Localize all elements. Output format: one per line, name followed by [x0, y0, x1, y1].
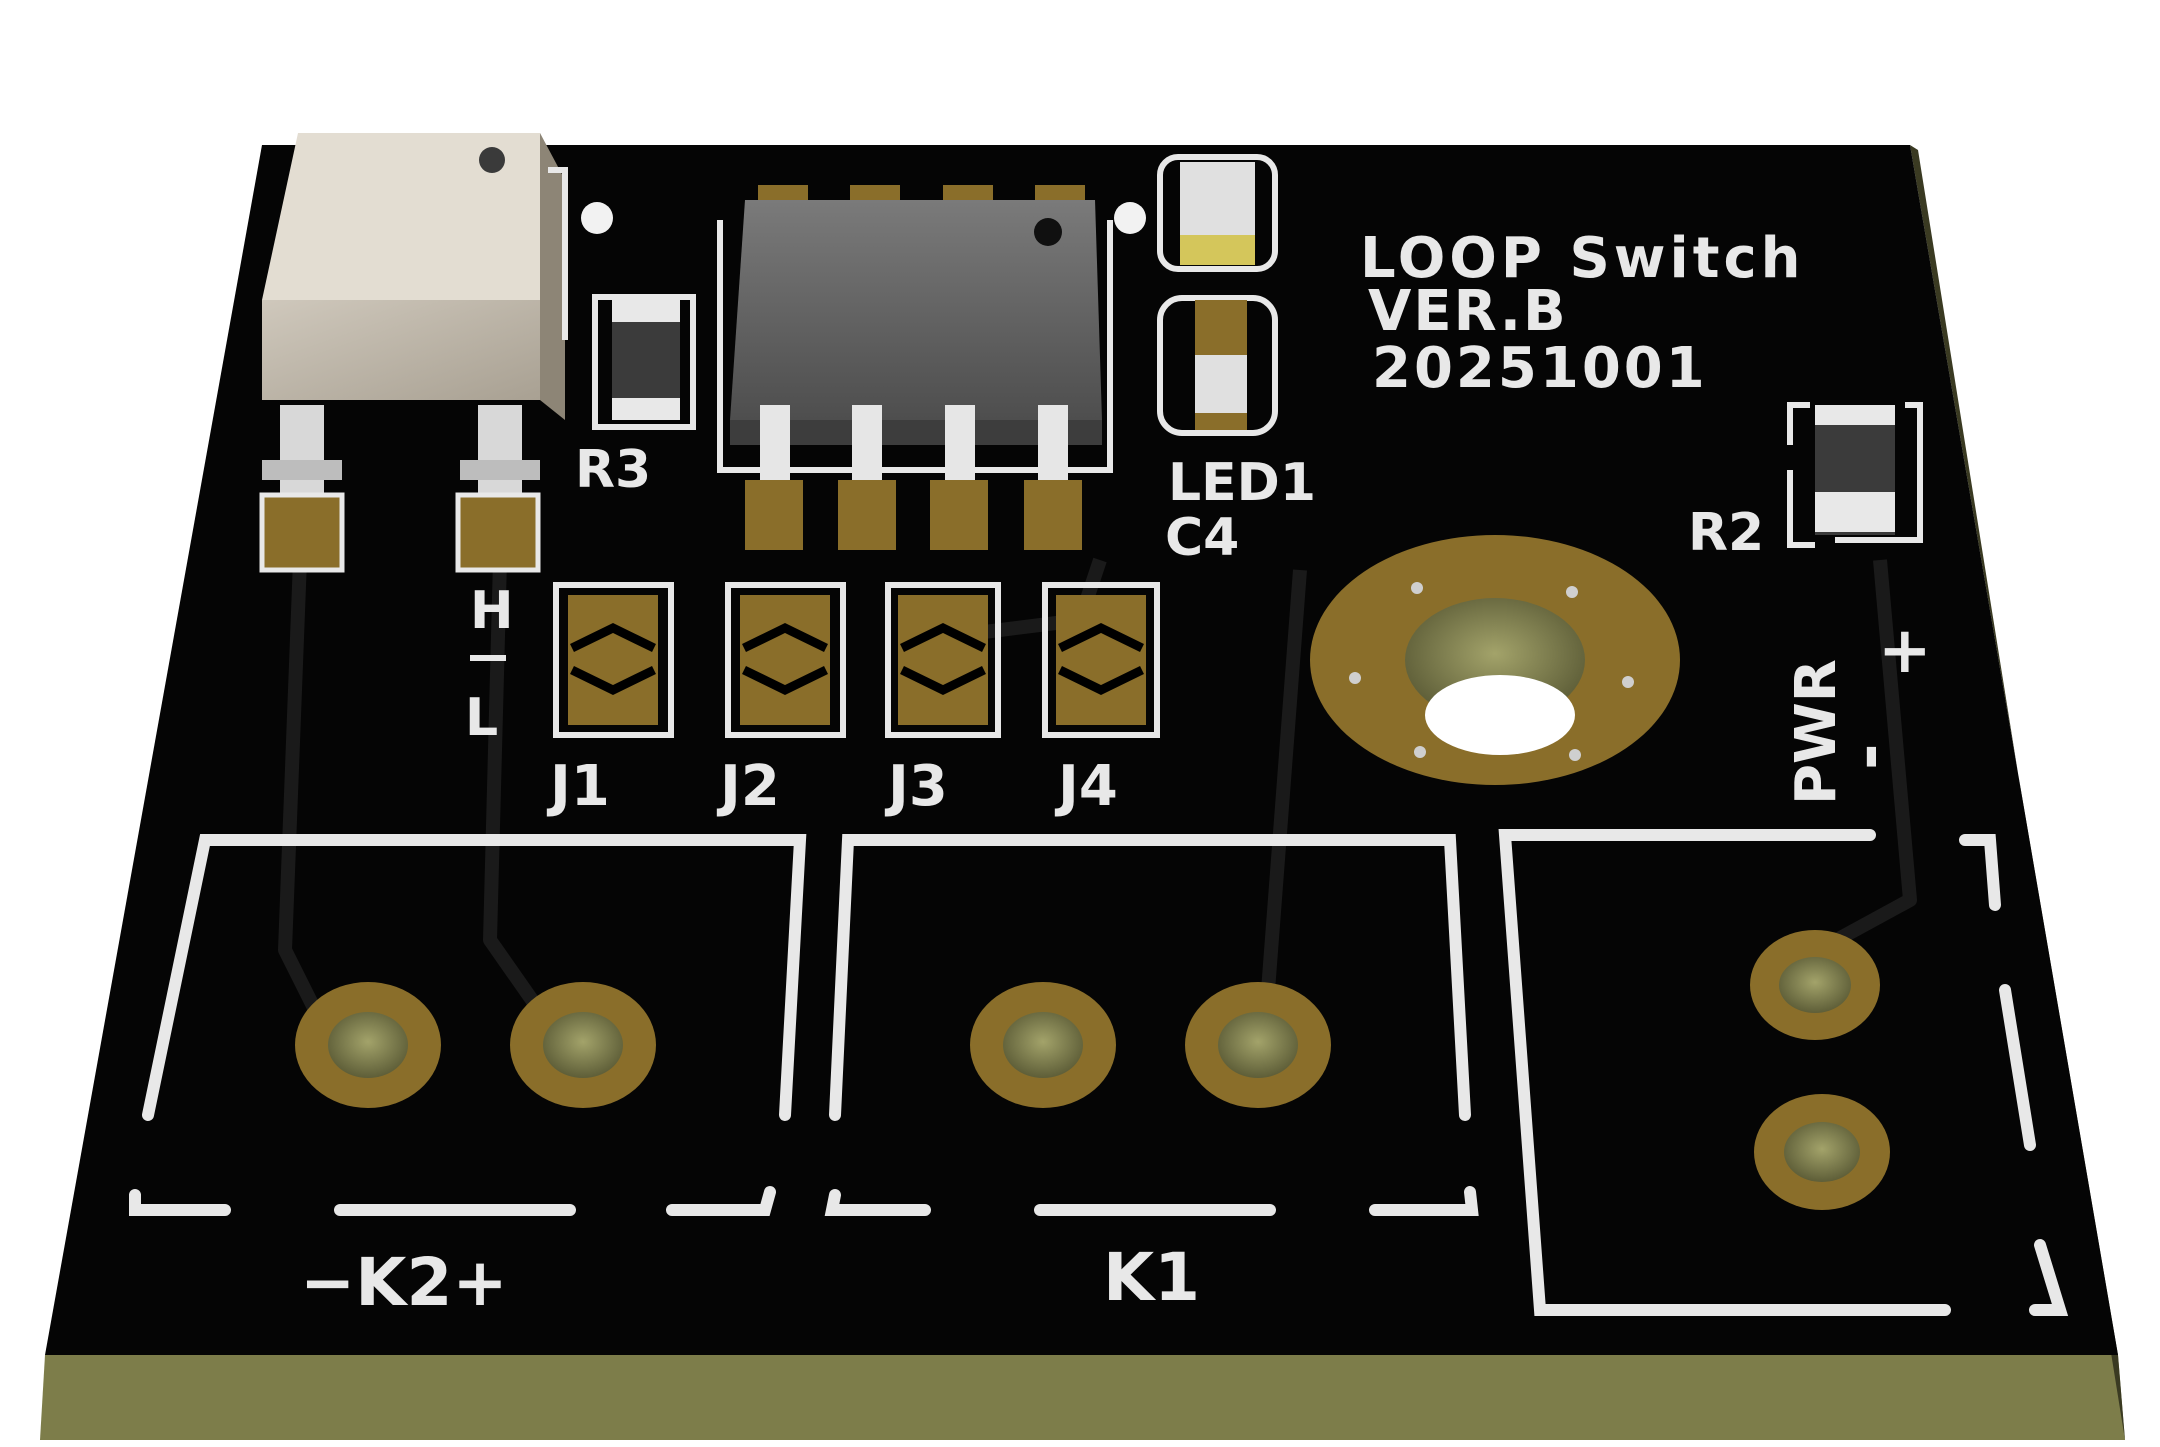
terminal-pwr-holes — [1750, 930, 1890, 1210]
terminal-k2-outline — [129, 834, 807, 1216]
fiducial-right — [1114, 202, 1146, 234]
label-r3: R3 — [575, 440, 651, 500]
hl-divider — [470, 655, 506, 661]
label-j4: J4 — [1054, 754, 1118, 819]
label-k2: −K2+ — [300, 1244, 508, 1321]
board-title-line3: 20251001 — [1372, 336, 1708, 401]
c4-component — [1157, 295, 1278, 436]
board-edge — [40, 1355, 2125, 1440]
jumper-j4 — [1042, 582, 1160, 738]
label-j3: J3 — [884, 754, 948, 819]
label-k1: K1 — [1103, 1239, 1200, 1316]
ic-chip — [717, 185, 1113, 550]
label-j2: J2 — [716, 754, 780, 819]
resistor-r3 — [592, 294, 696, 430]
terminal-pwr-outline — [1498, 829, 2069, 1316]
label-led1: LED1 — [1168, 453, 1316, 513]
board-title-line1: LOOP Switch — [1360, 226, 1805, 291]
resistor-r2 — [1787, 402, 1923, 548]
label-h: H — [470, 581, 514, 641]
label-plus: + — [1878, 614, 1932, 688]
label-minus: - — [1832, 743, 1906, 770]
mounting-hole — [1310, 535, 1680, 785]
led1-component — [1157, 154, 1278, 272]
label-pwr: PWR — [1784, 659, 1849, 805]
label-j1: J1 — [546, 754, 610, 819]
relay-component — [259, 133, 568, 573]
label-l: L — [465, 688, 498, 748]
label-c4: C4 — [1165, 508, 1239, 568]
jumper-j1 — [553, 582, 674, 738]
jumper-j2 — [725, 582, 846, 738]
terminal-k1-outline — [824, 834, 1479, 1216]
jumper-j3 — [885, 582, 1001, 738]
label-r2: R2 — [1688, 503, 1764, 563]
terminal-k2-holes — [295, 982, 656, 1108]
terminal-k1-holes — [970, 982, 1331, 1108]
board-title-line2: VER.B — [1368, 279, 1568, 344]
fiducial-left — [581, 202, 613, 234]
